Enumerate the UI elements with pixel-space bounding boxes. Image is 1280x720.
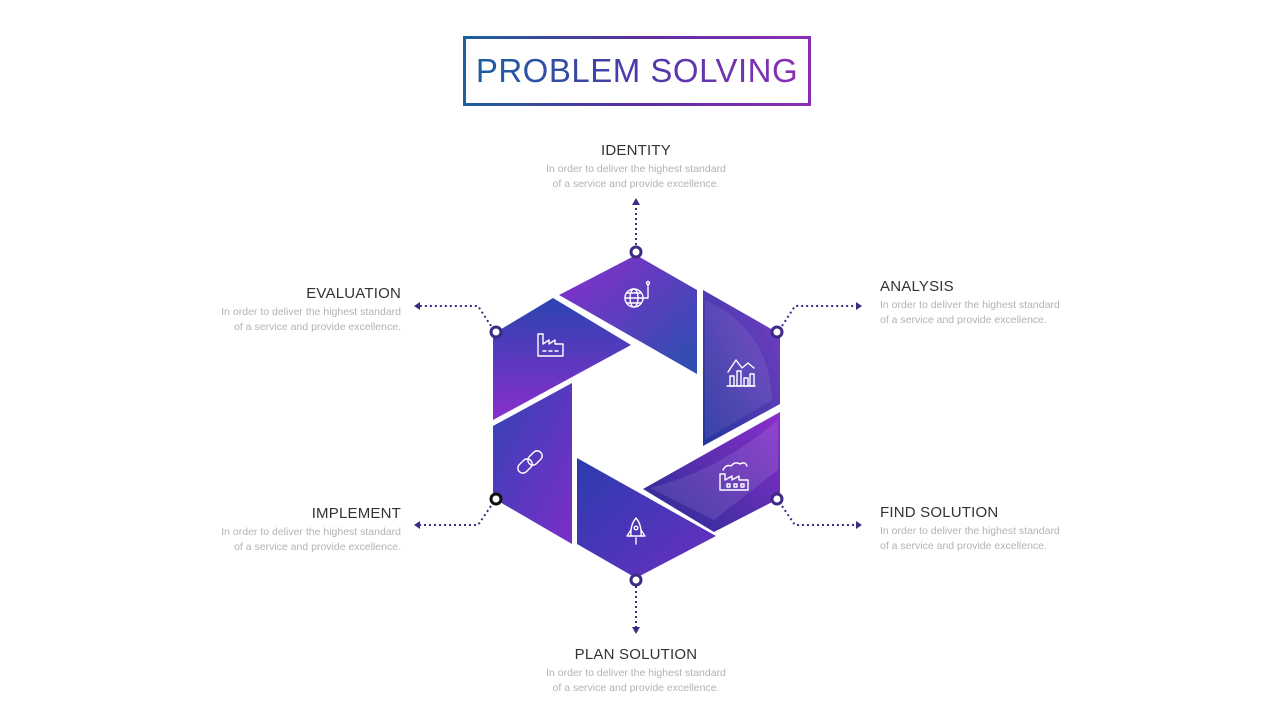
step-description: In order to deliver the highest standard… (880, 298, 1100, 328)
arrow-analysis (856, 302, 862, 310)
chart-growth-icon (726, 359, 756, 387)
connector-implement (416, 505, 492, 526)
segment-evaluation (493, 298, 631, 420)
segment-highlight (650, 420, 778, 520)
connector-evaluation (416, 305, 492, 327)
marker-analysis (770, 325, 784, 339)
segment-highlight (705, 300, 772, 440)
step-description: In order to deliver the highest standard… (536, 162, 736, 192)
step-evaluation: EVALUATION In order to deliver the highe… (181, 285, 401, 335)
step-find-solution: FIND SOLUTION In order to deliver the hi… (880, 504, 1100, 554)
step-title: ANALYSIS (880, 278, 954, 295)
arrow-implement (414, 521, 420, 529)
step-desc-line: of a service and provide excellence. (234, 541, 401, 553)
step-desc-line: of a service and provide excellence. (880, 540, 1047, 552)
factory-icon (537, 333, 564, 357)
step-identity: IDENTITY In order to deliver the highest… (536, 142, 736, 192)
step-title: EVALUATION (306, 285, 401, 302)
segment-find-solution (643, 412, 780, 532)
arrow-find-solution (856, 521, 862, 529)
arrow-plan-solution (632, 627, 640, 634)
step-desc-line: In order to deliver the highest standard (546, 667, 726, 679)
arrow-identity (632, 198, 640, 205)
marker-plan-solution (629, 573, 643, 587)
step-plan-solution: PLAN SOLUTION In order to deliver the hi… (536, 646, 736, 696)
connector-find-solution (781, 505, 860, 526)
segment-plan-solution (577, 458, 716, 578)
rocket-icon (626, 517, 646, 545)
step-desc-line: In order to deliver the highest standard (880, 525, 1060, 537)
step-description: In order to deliver the highest standard… (536, 666, 736, 696)
step-title: FIND SOLUTION (880, 504, 999, 521)
step-desc-line: In order to deliver the highest standard (221, 526, 401, 538)
marker-evaluation (489, 325, 503, 339)
step-desc-line: of a service and provide excellence. (552, 682, 720, 694)
arrow-evaluation (414, 302, 420, 310)
title-box: PROBLEM SOLVING (463, 36, 811, 106)
step-desc-line: In order to deliver the highest standard (546, 163, 726, 175)
step-title: IMPLEMENT (311, 505, 401, 522)
marker-find-solution (770, 492, 784, 506)
step-title: IDENTITY (601, 142, 671, 159)
step-desc-line: of a service and provide excellence. (552, 178, 720, 190)
step-description: In order to deliver the highest standard… (181, 305, 401, 335)
marker-identity (629, 245, 643, 259)
factory-smoke-icon (719, 462, 749, 491)
marker-implement (489, 492, 503, 506)
step-desc-line: In order to deliver the highest standard (880, 299, 1060, 311)
step-description: In order to deliver the highest standard… (880, 524, 1100, 554)
step-desc-line: of a service and provide excellence. (234, 321, 401, 333)
step-desc-line: of a service and provide excellence. (880, 314, 1047, 326)
link-icon (517, 450, 543, 474)
connector-analysis (781, 305, 860, 327)
step-desc-line: In order to deliver the highest standard (221, 306, 401, 318)
step-implement: IMPLEMENT In order to deliver the highes… (181, 505, 401, 555)
globe-network-icon (624, 280, 651, 308)
segment-identity (559, 255, 697, 374)
step-analysis: ANALYSIS In order to deliver the highest… (880, 278, 1100, 328)
step-description: In order to deliver the highest standard… (181, 525, 401, 555)
page-title: PROBLEM SOLVING (475, 52, 799, 89)
step-title: PLAN SOLUTION (574, 646, 698, 663)
